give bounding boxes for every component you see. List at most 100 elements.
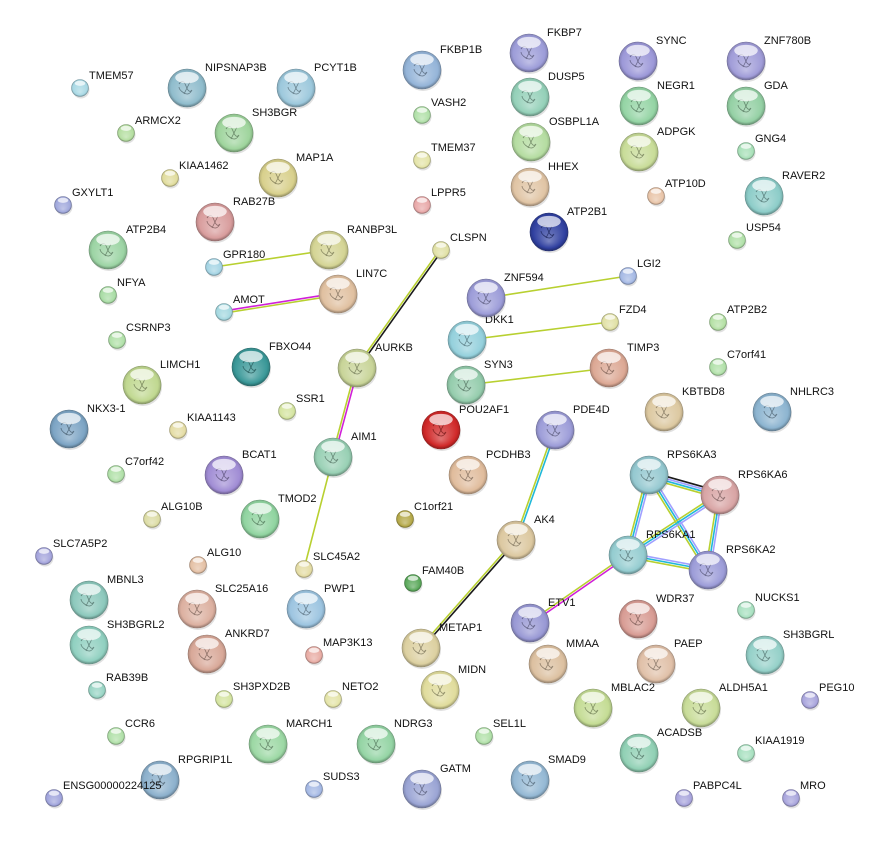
node-nhlrc3[interactable]: NHLRC3 (752, 386, 834, 433)
node-lgi2[interactable]: LGI2 (619, 258, 661, 287)
node-smad9[interactable]: SMAD9 (510, 754, 586, 801)
node-pde4d[interactable]: PDE4D (535, 404, 610, 451)
node-clspn[interactable]: CLSPN (432, 232, 487, 261)
node-limch1[interactable]: LIMCH1 (122, 359, 200, 406)
node-wdr37[interactable]: WDR37 (618, 593, 695, 640)
node-nfya[interactable]: NFYA (99, 277, 147, 306)
node-midn[interactable]: MIDN (420, 664, 486, 711)
node-fbxo44[interactable]: FBXO44 (231, 341, 311, 388)
node-pou2af1[interactable]: POU2AF1 (421, 404, 509, 451)
node-fzd4[interactable]: FZD4 (601, 304, 647, 333)
node-gpr180[interactable]: GPR180 (205, 249, 266, 278)
node-sh3bgr[interactable]: SH3BGR (214, 107, 297, 154)
edge-experiment-RPS6KA1-ETV1[interactable] (530, 555, 630, 625)
node-rps6ka2[interactable]: RPS6KA2 (688, 544, 776, 591)
node-neto2[interactable]: NETO2 (324, 681, 379, 710)
node-metap1[interactable]: METAP1 (401, 622, 482, 669)
node-znf780b[interactable]: ZNF780B (726, 35, 811, 82)
node-kiaa1143[interactable]: KIAA1143 (169, 412, 236, 441)
node-rps6ka1[interactable]: RPS6KA1 (608, 529, 696, 576)
node-gatm[interactable]: GATM (402, 763, 471, 810)
node-ensg00000224125[interactable]: ENSG00000224125 (45, 780, 162, 809)
edge-textmining-RPS6KA1-ETV1[interactable] (528, 553, 628, 623)
node-lppr5[interactable]: LPPR5 (413, 187, 466, 216)
node-csrnp3[interactable]: CSRNP3 (108, 322, 171, 351)
edge-textmining-DKK1-FZD4[interactable] (466, 321, 611, 341)
node-atp2b1[interactable]: ATP2B1 (529, 206, 607, 253)
edge-textmining-SYN3-TIMP3[interactable] (465, 367, 610, 386)
node-negr1[interactable]: NEGR1 (619, 80, 695, 127)
node-sh3bgrl2[interactable]: SH3BGRL2 (69, 619, 164, 666)
node-aim1[interactable]: AIM1 (313, 431, 377, 478)
edge-textmining-ZNF594-LGI2[interactable] (485, 275, 629, 299)
node-raver2[interactable]: RAVER2 (744, 170, 825, 217)
node-slc7a5p2[interactable]: SLC7A5P2 (35, 538, 108, 567)
node-timp3[interactable]: TIMP3 (589, 342, 659, 389)
node-ankrd7[interactable]: ANKRD7 (187, 628, 270, 675)
node-mmaa[interactable]: MMAA (528, 638, 600, 685)
node-c7orf42[interactable]: C7orf42 (107, 456, 165, 485)
node-mro[interactable]: MRO (782, 780, 827, 809)
node-rps6ka6[interactable]: RPS6KA6 (700, 469, 788, 516)
node-rpgrip1l[interactable]: RPGRIP1L (140, 754, 232, 801)
node-map3k13[interactable]: MAP3K13 (305, 637, 373, 666)
edge-textmining-CLSPN-AURKB[interactable] (355, 248, 441, 368)
node-pwp1[interactable]: PWP1 (286, 583, 355, 630)
node-gda[interactable]: GDA (726, 80, 789, 127)
node-alg10b[interactable]: ALG10B (143, 501, 203, 530)
node-rps6ka3[interactable]: RPS6KA3 (629, 449, 717, 496)
node-gng4[interactable]: GNG4 (737, 133, 787, 162)
node-lin7c[interactable]: LIN7C (318, 268, 387, 315)
node-sh3pxd2b[interactable]: SH3PXD2B (215, 681, 291, 710)
node-mblac2[interactable]: MBLAC2 (573, 682, 655, 729)
node-pcyt1b[interactable]: PCYT1B (276, 62, 357, 109)
node-sel1l[interactable]: SEL1L (475, 718, 527, 747)
node-usp54[interactable]: USP54 (728, 222, 781, 251)
node-sh3bgrl[interactable]: SH3BGRL (745, 629, 834, 676)
edge-textmining-PDE4D-AK4[interactable] (514, 429, 555, 540)
node-atp2b4[interactable]: ATP2B4 (88, 224, 166, 271)
node-adpgk[interactable]: ADPGK (619, 126, 696, 173)
node-sync[interactable]: SYNC (618, 35, 687, 82)
node-rab39b[interactable]: RAB39B (88, 672, 149, 701)
edge-coexpression-CLSPN-AURKB[interactable] (357, 250, 443, 370)
node-gxylt1[interactable]: GXYLT1 (54, 187, 114, 216)
edge-coexpression-AK4-METAP1[interactable] (421, 540, 518, 650)
node-kbtbd8[interactable]: KBTBD8 (644, 386, 725, 433)
node-map1a[interactable]: MAP1A (258, 152, 334, 199)
node-hhex[interactable]: HHEX (510, 161, 579, 208)
node-amot[interactable]: AMOT (215, 294, 266, 323)
node-tmem37[interactable]: TMEM37 (413, 142, 476, 171)
node-acadsb[interactable]: ACADSB (619, 727, 702, 774)
edge-textmining-AK4-METAP1[interactable] (419, 538, 516, 648)
node-kiaa1462[interactable]: KIAA1462 (161, 160, 229, 189)
node-slc45a2[interactable]: SLC45A2 (295, 551, 361, 580)
node-nipsnap3b[interactable]: NIPSNAP3B (167, 62, 267, 109)
node-dkk1[interactable]: DKK1 (447, 314, 514, 361)
node-alg10[interactable]: ALG10 (189, 547, 242, 576)
node-ccr6[interactable]: CCR6 (107, 718, 155, 747)
node-osbpl1a[interactable]: OSBPL1A (511, 116, 600, 163)
node-armcx2[interactable]: ARMCX2 (117, 115, 181, 144)
node-bcat1[interactable]: BCAT1 (204, 449, 277, 496)
node-pabpc4l[interactable]: PABPC4L (675, 780, 742, 809)
node-mbnl3[interactable]: MBNL3 (69, 574, 144, 621)
node-fkbp7[interactable]: FKBP7 (509, 27, 582, 74)
node-atp10d[interactable]: ATP10D (647, 178, 706, 207)
node-nucks1[interactable]: NUCKS1 (737, 592, 800, 621)
node-suds3[interactable]: SUDS3 (305, 771, 360, 800)
node-aurkb[interactable]: AURKB (337, 342, 413, 389)
node-atp2b2[interactable]: ATP2B2 (709, 304, 768, 333)
node-dusp5[interactable]: DUSP5 (510, 71, 585, 118)
node-aldh5a1[interactable]: ALDH5A1 (681, 682, 768, 729)
node-tmod2[interactable]: TMOD2 (240, 493, 317, 540)
node-slc25a16[interactable]: SLC25A16 (177, 583, 268, 630)
node-ssr1[interactable]: SSR1 (278, 393, 325, 422)
node-paep[interactable]: PAEP (636, 638, 703, 685)
node-ranbp3l[interactable]: RANBP3L (309, 224, 397, 271)
edge-textmining-GPR180-RANBP3L[interactable] (213, 249, 330, 268)
node-nkx3-1[interactable]: NKX3-1 (49, 403, 126, 450)
node-fkbp1b[interactable]: FKBP1B (402, 44, 482, 91)
node-march1[interactable]: MARCH1 (248, 718, 332, 765)
